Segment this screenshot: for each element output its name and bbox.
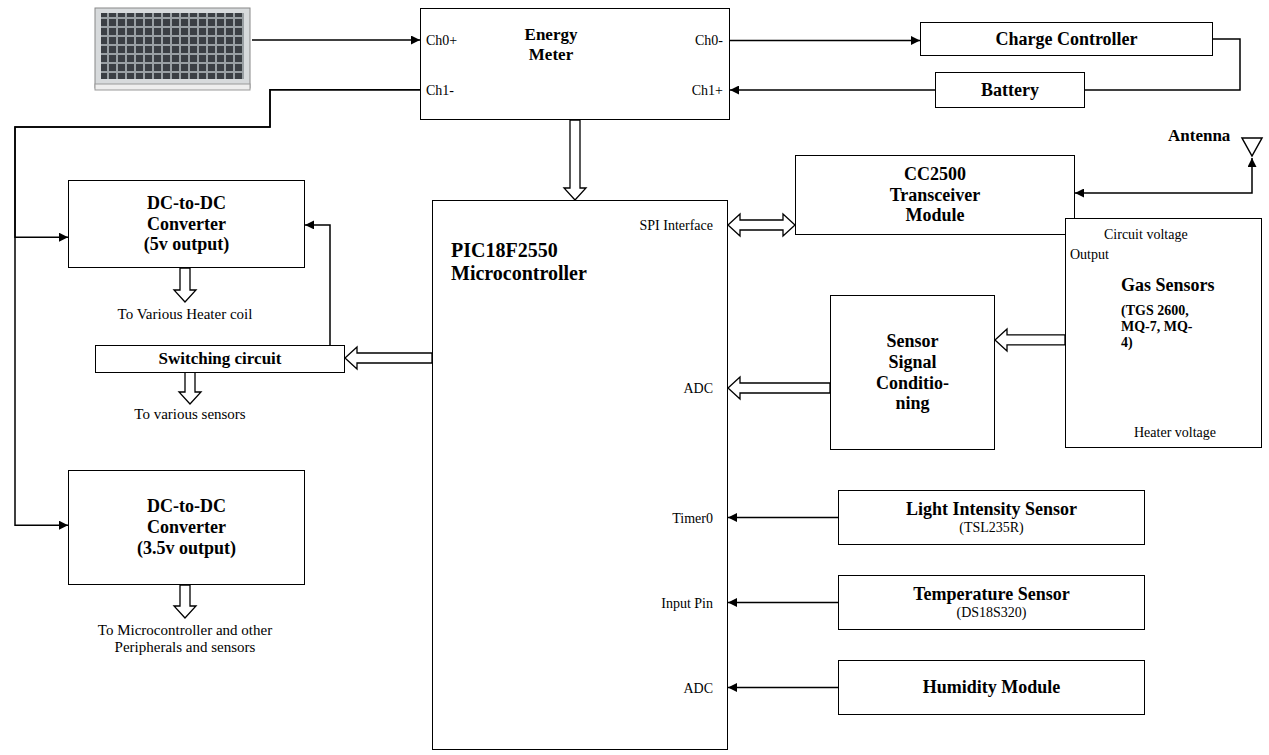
pin-label: ADC [683,381,713,397]
pin-label: Ch1+ [692,83,723,99]
output-arrow [174,268,196,302]
battery-box: Battery [935,72,1085,108]
block-label: Heater voltage [1134,425,1216,441]
hollow-arrow [728,377,830,399]
pin-label: Ch1- [426,83,454,99]
block-label: Switching circuit [159,349,282,369]
block-label: Energy Meter [506,25,596,64]
block-label: Sensor Signal Conditio- ning [863,331,963,414]
antenna-wire [1075,158,1252,193]
pin-label: ADC [683,681,713,697]
output-note: To Microcontroller and other Peripherals… [65,622,305,657]
energy-meter-box: Energy Meter Ch0+ Ch1- Ch0- Ch1+ [420,8,730,120]
block-label: Charge Controller [995,29,1137,50]
solar-panel-mount [95,84,250,90]
sensor-box: Humidity Module [838,660,1145,715]
block-label: Gas Sensors [1121,275,1215,296]
microcontroller-box: PIC18F2550 Microcontroller SPI InterfaceA… [432,200,728,750]
output-note: To Various Heater coil [65,306,305,323]
hollow-arrow [728,214,795,236]
block-label: Light Intensity Sensor [906,499,1077,520]
block-label: Battery [981,80,1039,101]
signal-conditioning-box: Sensor Signal Conditio- ning [830,295,995,450]
connector-arrow [730,40,920,42]
block-label: (TGS 2600, MQ-7, MQ-4) [1121,303,1201,351]
pin-label: Ch0- [695,33,723,49]
block-label: DC-to-DC Converter (5v output) [137,193,237,255]
output-arrow [174,585,196,618]
pin-label: SPI Interface [640,218,713,234]
panel-wire [252,39,420,41]
connector-arrow [305,225,330,345]
solar-panel-frame [95,8,250,88]
connector-arrow [728,687,838,689]
sensor-box: Temperature Sensor(DS18S320) [838,575,1145,630]
pin-label: Timer0 [672,511,713,527]
sensor-box: Light Intensity Sensor(TSL235R) [838,490,1145,545]
converter-box: DC-to-DC Converter (3.5v output) [68,470,305,585]
block-label: DC-to-DC Converter (3.5v output) [133,496,241,558]
block-label: Temperature Sensor [913,584,1070,605]
pin-label: Ch0+ [426,33,457,49]
antenna-label: Antenna [1168,126,1230,146]
block-label: Circuit voltage [1104,227,1188,243]
output-note: To various sensors [70,406,310,423]
connector-arrow [730,89,935,91]
block-label: Output [1070,247,1109,263]
block-label: CC2500 Transceiver Module [875,164,995,226]
connector-arrow [728,517,838,519]
antenna-symbol [1242,138,1262,156]
pin-label: Input Pin [661,596,713,612]
charge-controller-box: Charge Controller [920,22,1213,56]
connector-arrow [15,90,420,525]
connector-arrow [728,602,838,604]
transceiver-box: CC2500 Transceiver Module [795,155,1075,235]
block-label: (TSL235R) [959,520,1024,536]
block-label: Humidity Module [923,677,1061,698]
gas-sensor-box: Circuit voltageOutputGas Sensors (TGS 260… [1065,218,1262,448]
hollow-arrow [995,329,1065,351]
hollow-arrow [345,347,432,369]
block-label: PIC18F2550 Microcontroller [451,239,651,285]
switching-box: Switching circuit [95,345,345,373]
solar-panel-cells [101,13,244,79]
converter-box: DC-to-DC Converter (5v output) [68,180,305,268]
output-arrow [179,372,201,404]
block-label: (DS18S320) [956,605,1026,621]
hollow-arrow [564,120,586,200]
